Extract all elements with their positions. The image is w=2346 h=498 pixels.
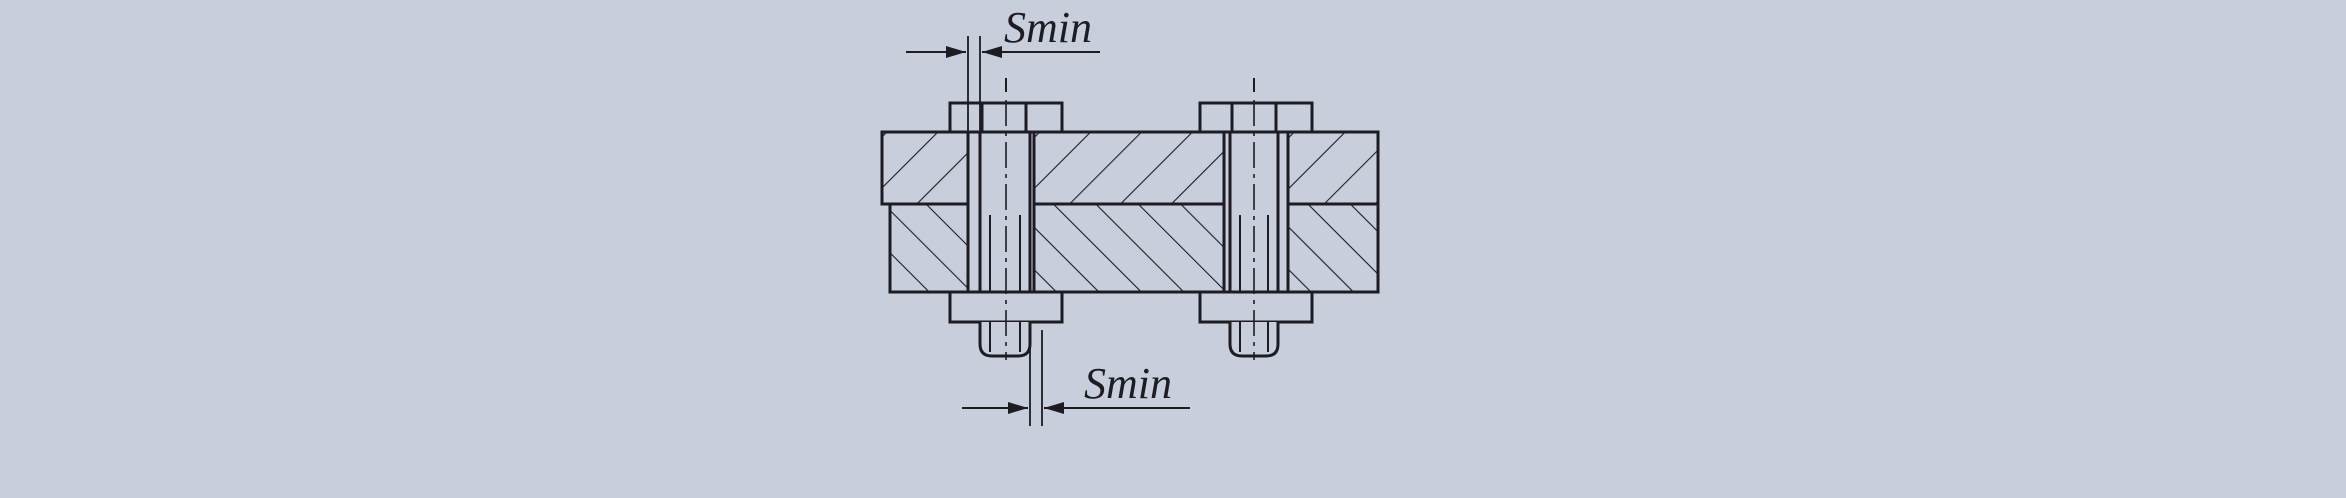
right-bolt-shank: [1228, 130, 1280, 294]
top-smin-label: Smin: [1004, 3, 1092, 52]
bottom-clearance-dimension: [962, 330, 1190, 426]
left-bolt-end: [978, 322, 1032, 358]
right-bolt-head: [1198, 101, 1314, 134]
lower-plate: [888, 202, 1380, 294]
left-bolt: [948, 78, 1064, 360]
upper-plate: [880, 130, 1380, 206]
left-bolt-shank: [978, 130, 1032, 294]
bottom-smin-label: Smin: [1084, 359, 1172, 408]
top-clearance-dimension: [906, 36, 1100, 132]
right-nut: [1198, 290, 1314, 324]
right-bolt: [1198, 78, 1314, 360]
